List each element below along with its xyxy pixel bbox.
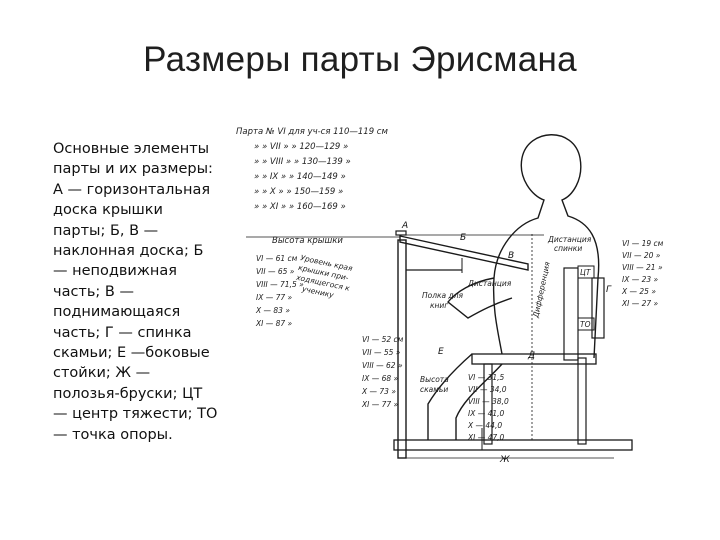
seat-measure: VI — 52 см <box>362 335 404 344</box>
right-measure: X — 25 » <box>621 287 656 296</box>
bench-front-leg <box>483 363 493 445</box>
page-title: Размеры парты Эрисмана <box>143 40 577 79</box>
letter-b: Б <box>460 233 466 243</box>
shelf-label: Полка для <box>422 291 464 300</box>
desk-horizontal-board <box>395 230 407 236</box>
letter-zh: Ж <box>499 455 510 465</box>
cover-height-label: Высота крышки <box>272 236 343 246</box>
description-line: часть; Г — спинка <box>53 324 192 341</box>
size-table-row: » » X » » 150—159 » <box>254 187 343 197</box>
center-of-gravity-box <box>577 265 595 279</box>
differentiation-label: Дифференция <box>531 260 552 319</box>
description-line: наклонная доска; Б <box>53 243 204 260</box>
description-line: скамьи; Е —боковые <box>53 345 210 362</box>
distance-label: Дистанция <box>467 279 512 288</box>
desk-diagram-svg: Парта № VI для уч-ся 110—119 см » » VII … <box>236 127 664 465</box>
edge-level-label: Уровень края крышки при- ходящегося к уч… <box>294 253 353 300</box>
student-leg <box>427 353 503 440</box>
size-table-row: » » VII » » 120—129 » <box>254 142 348 152</box>
description-line: А — горизонтальная <box>53 181 211 198</box>
support-point-marker: ТО <box>580 320 591 329</box>
student-figure <box>447 134 600 359</box>
right-measure: VI — 19 см <box>622 239 664 248</box>
description-line: Основные элементы <box>53 141 210 157</box>
left-measure: VII — 65 » <box>256 267 295 276</box>
left-measure: X — 83 » <box>255 306 290 315</box>
left-measure: VIII — 71,5 » <box>256 280 304 289</box>
left-measure: VI — 61 см <box>256 254 298 263</box>
description-line: парты; Б, В — <box>53 222 159 239</box>
seat-height-value: IX — 41,0 <box>468 409 505 418</box>
right-measure: VIII — 21 » <box>622 263 663 272</box>
seat-height-value: VII — 34,0 <box>468 385 507 394</box>
letter-e: Е <box>438 347 444 357</box>
seat-measure: VIII — 62 » <box>362 361 403 370</box>
description-line: полозья-бруски; ЦТ <box>53 385 203 402</box>
description-line: доска крышки <box>53 202 163 219</box>
description-line: — точка опоры. <box>53 426 173 443</box>
left-measure: IX — 77 » <box>256 293 293 302</box>
floor-runner <box>393 439 633 451</box>
seat-measure: X — 73 » <box>361 387 396 396</box>
size-table-row: » » IX » » 140—149 » <box>254 172 346 182</box>
description-line: стойки; Ж — <box>53 365 151 382</box>
letter-d: Д <box>527 351 535 361</box>
seat-height-value: VIII — 38,0 <box>468 397 509 406</box>
size-table-header: Парта № VI для уч-ся 110—119 см <box>236 127 388 137</box>
description-text: Основные элементы парты и их размеры: А … <box>53 139 223 445</box>
letter-g: Г <box>606 285 612 295</box>
svg-text:Дифференция: Дифференция <box>531 260 552 319</box>
bench-back-post <box>563 267 579 361</box>
desk-diagram: Парта № VI для уч-ся 110—119 см » » VII … <box>232 118 672 468</box>
seat-measure: VII — 55 » <box>362 348 401 357</box>
size-table-row: » » XI » » 160—169 » <box>254 202 346 212</box>
shelf-label: книг <box>430 301 448 310</box>
desk-side-post <box>397 239 407 459</box>
right-measure: XI — 27 » <box>621 299 659 308</box>
right-measure: IX — 23 » <box>622 275 659 284</box>
center-of-gravity-marker: ЦТ <box>580 268 592 277</box>
description-line: — неподвижная <box>53 263 178 280</box>
bench-seat <box>471 353 597 365</box>
seat-height-label: Высота <box>420 375 449 384</box>
seat-height-value: X — 44,0 <box>467 421 502 430</box>
description-line: часть; В — <box>53 283 134 300</box>
letter-v: В <box>508 251 514 261</box>
bench-leg <box>577 357 587 445</box>
seat-measure: XI — 77 » <box>361 400 399 409</box>
seat-height-label: скамьи <box>420 385 448 394</box>
seat-height-value: VI — 31,5 <box>468 373 505 382</box>
seat-height-value: XI — 47,0 <box>467 433 505 442</box>
description-line: парты и их размеры: <box>53 161 213 178</box>
size-table-row: » » VIII » » 130—139 » <box>254 157 351 167</box>
description-line: поднимающаяся <box>53 304 181 321</box>
right-measure: VII — 20 » <box>622 251 661 260</box>
left-measure: XI — 87 » <box>255 319 293 328</box>
support-point-box <box>577 317 595 331</box>
back-distance-label: Дистанция <box>547 235 592 244</box>
back-distance-label: спинки <box>554 244 582 253</box>
letter-a: А <box>401 221 408 231</box>
seat-measure: IX — 68 » <box>362 374 399 383</box>
description-line: — центр тяжести; ТО <box>53 406 218 423</box>
